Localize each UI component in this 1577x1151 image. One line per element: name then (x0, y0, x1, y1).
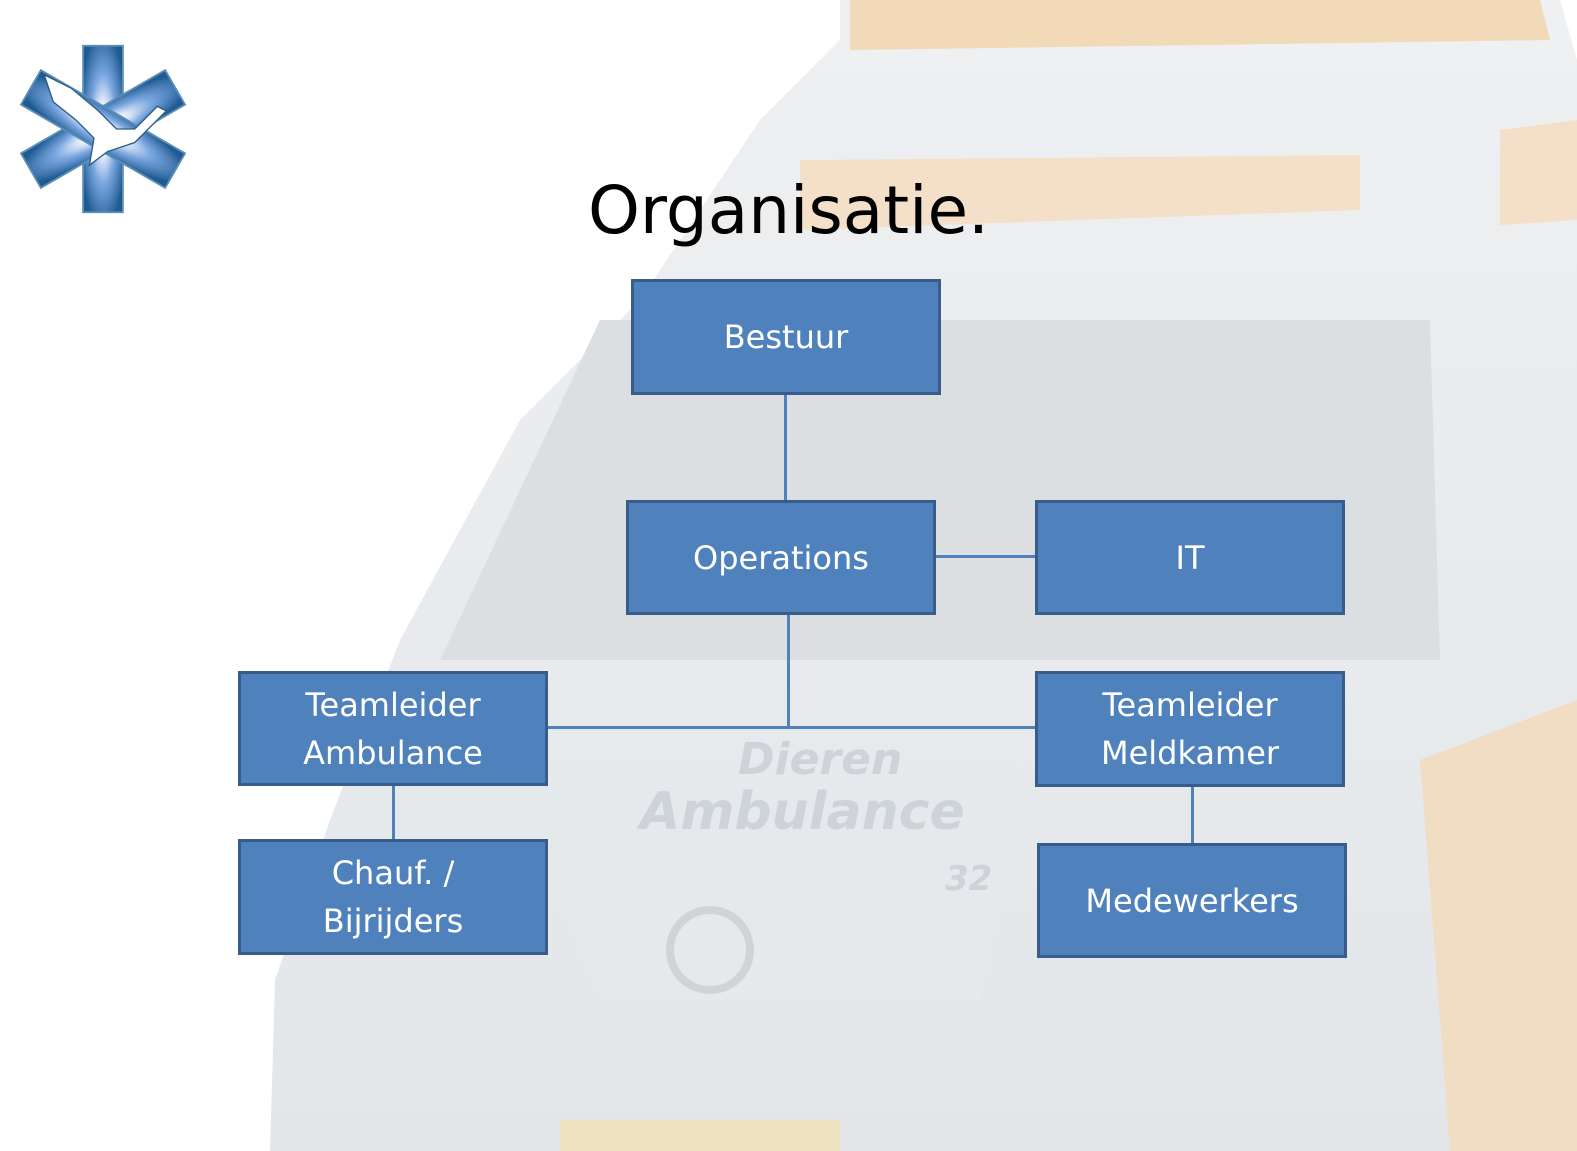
star-of-life-eagle-logo (19, 44, 187, 214)
van-lettering-dieren: Dieren (738, 734, 903, 785)
connector-operations-down (787, 614, 790, 728)
slide-title: Organisatie. (587, 172, 990, 249)
connector-operations-it (936, 555, 1035, 558)
connector-bestuur-operations (784, 394, 787, 500)
connector-meldkamer-medewerkers (1191, 786, 1194, 843)
org-node-bestuur: Bestuur (631, 279, 941, 395)
org-node-chauf-bijrijders: Chauf. / Bijrijders (238, 839, 548, 955)
connector-ambulance-chauf (392, 785, 395, 839)
org-node-medewerkers: Medewerkers (1037, 843, 1347, 958)
van-lettering-ambulance: Ambulance (640, 782, 965, 842)
org-node-teamleider-meldkamer: Teamleider Meldkamer (1035, 671, 1345, 787)
org-node-operations: Operations (626, 500, 936, 615)
org-node-it: IT (1035, 500, 1345, 615)
van-number: 32 (945, 859, 993, 899)
connector-teamleiders (548, 726, 1035, 729)
org-node-teamleider-ambulance: Teamleider Ambulance (238, 671, 548, 786)
